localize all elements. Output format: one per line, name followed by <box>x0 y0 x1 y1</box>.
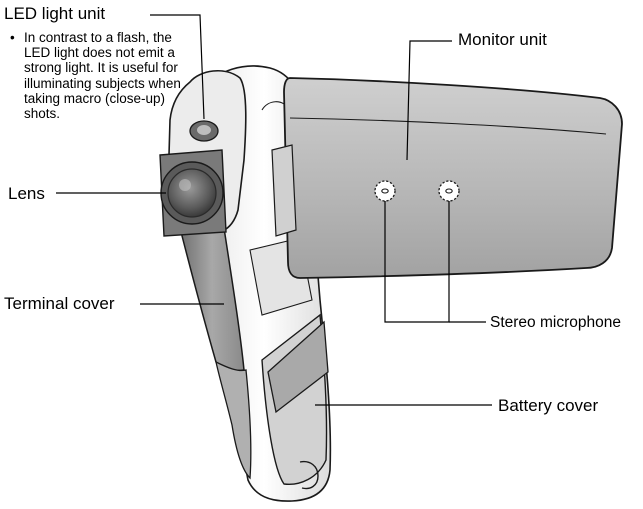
leader-monitor <box>406 40 452 161</box>
terminal-cover-label: Terminal cover <box>4 294 115 313</box>
stereo-microphone-label: Stereo microphone <box>490 314 621 331</box>
led-note-bullet: • <box>10 30 15 45</box>
monitor-hinge <box>271 144 297 237</box>
led-light <box>189 120 219 142</box>
lower-grip <box>215 360 252 480</box>
lens-assembly <box>159 149 227 237</box>
battery-cover-panel <box>267 320 329 414</box>
monitor-edge <box>289 117 607 135</box>
monitor-unit-label: Monitor unit <box>458 30 547 49</box>
leader-lines <box>56 14 492 406</box>
microphone-left <box>374 180 396 202</box>
led-light-unit-label: LED light unit <box>4 4 106 23</box>
monitor-unit-shape <box>283 77 623 279</box>
strap-loop <box>299 460 319 490</box>
battery-cover-label: Battery cover <box>498 396 599 415</box>
lens-label: Lens <box>8 184 45 203</box>
microphone-right <box>438 180 460 202</box>
led-note: • In contrast to a flash, the LED light … <box>10 30 186 121</box>
leader-led <box>150 14 205 120</box>
leader-mic <box>384 201 450 323</box>
led-note-text: In contrast to a flash, the LED light do… <box>24 30 181 122</box>
